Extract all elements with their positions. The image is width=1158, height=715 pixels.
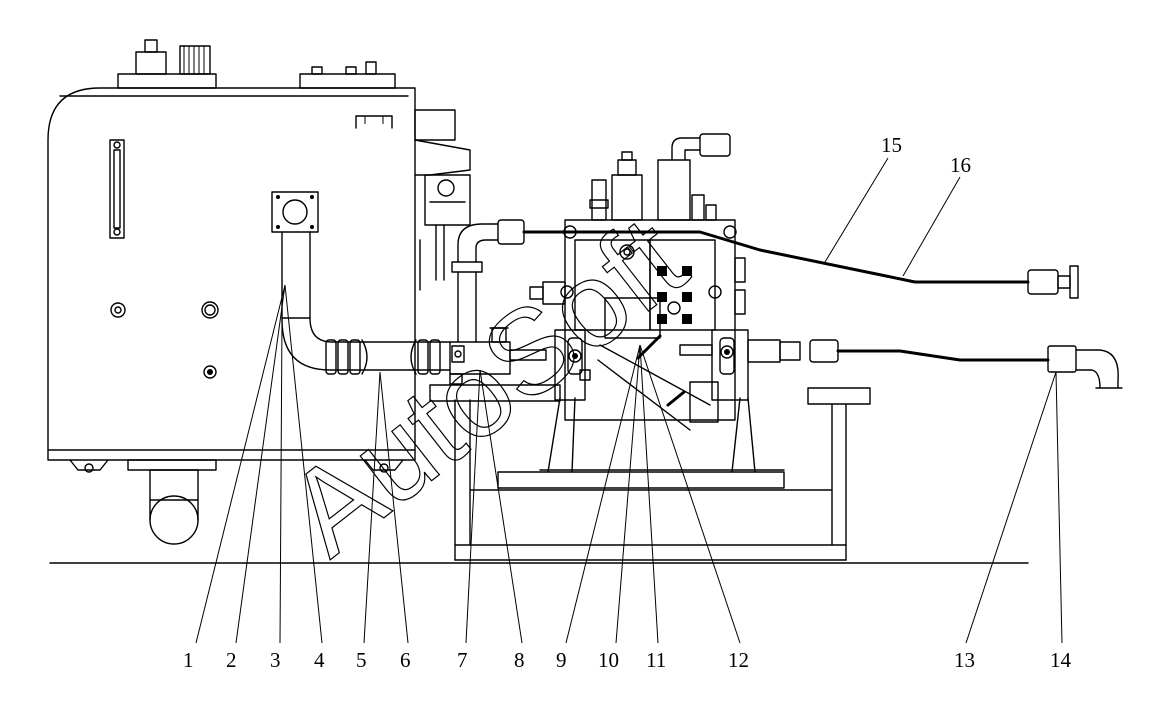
callout-10: 10 — [598, 648, 619, 672]
callout-labels: 1 2 3 4 5 6 7 8 9 10 11 12 13 14 15 16 — [183, 133, 1072, 672]
callout-2: 2 — [226, 648, 237, 672]
valve-stand — [429, 384, 871, 561]
callout-12: 12 — [728, 648, 749, 672]
callout-5: 5 — [356, 648, 367, 672]
actuator-left — [554, 329, 591, 401]
callout-7: 7 — [457, 648, 468, 672]
callout-11: 11 — [646, 648, 666, 672]
callout-4: 4 — [314, 648, 325, 672]
hose-lower — [836, 345, 1123, 389]
callout-1: 1 — [183, 648, 194, 672]
callout-8: 8 — [514, 648, 525, 672]
callout-13: 13 — [954, 648, 975, 672]
callout-14: 14 — [1050, 648, 1072, 672]
actuator-right — [679, 329, 839, 401]
callout-9: 9 — [556, 648, 567, 672]
hose-upper — [563, 230, 1079, 299]
callout-3: 3 — [270, 648, 281, 672]
callout-16: 16 — [950, 153, 971, 177]
leader-lines — [195, 157, 1063, 644]
callout-6: 6 — [400, 648, 411, 672]
control-valve — [529, 133, 746, 431]
watermark-text: AutoSoft — [264, 191, 709, 580]
pump-unit — [414, 109, 471, 291]
pressure-pipe — [451, 219, 567, 343]
callout-15: 15 — [881, 133, 902, 157]
hydraulic-tank — [47, 39, 416, 545]
